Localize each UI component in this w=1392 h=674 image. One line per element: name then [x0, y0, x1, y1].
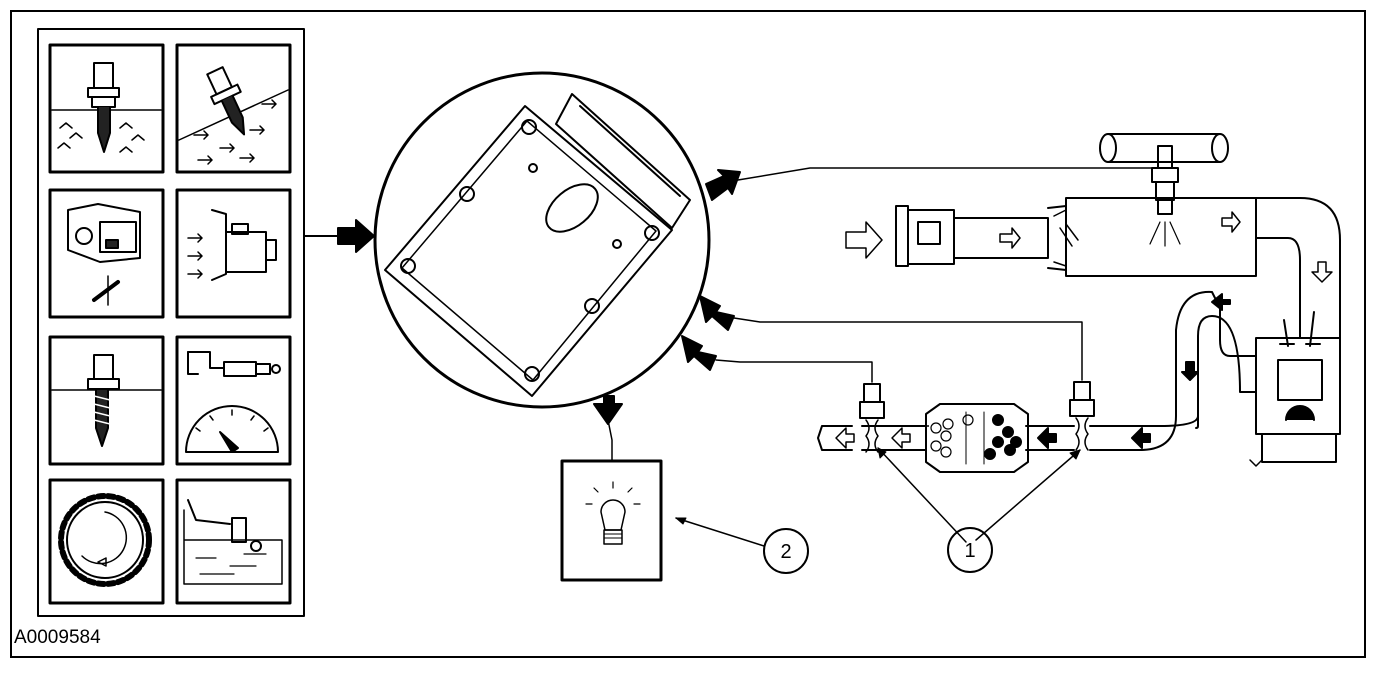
intake-system: [845, 133, 1341, 339]
input-arrow: [337, 219, 375, 253]
pcm-input-arrow-lower: [681, 335, 717, 371]
callout-2-number: 2: [780, 541, 791, 563]
air-temperature-sensor-icon: [175, 43, 292, 174]
mass-air-flow-sensor-icon: [175, 188, 292, 319]
pcm-input-arrow-middle: [699, 295, 735, 331]
throttle-position-sensor-icon: [48, 188, 165, 319]
callout-1: 1: [877, 447, 1081, 573]
fuel-level-sender-icon: [175, 478, 292, 605]
sensor-panel: [37, 28, 305, 617]
diagram-frame: [10, 10, 1366, 658]
callout-1-number: 1: [964, 540, 975, 562]
pcm-output-arrow-upper: [705, 169, 741, 201]
coolant-temperature-sensor-icon: [48, 43, 165, 174]
powertrain-control-module: [373, 71, 711, 409]
exhaust-system: [817, 290, 1257, 473]
pcm-output-arrow-lower: [593, 395, 623, 425]
engine-cylinder: [1249, 311, 1341, 467]
crankshaft-position-sensor-icon: [48, 478, 165, 605]
vehicle-speed-sensor-icon: [175, 335, 292, 466]
figure-reference-id: A0009584: [14, 627, 101, 648]
oil-temperature-sensor-icon: [48, 335, 165, 466]
callout-2: 2: [675, 517, 809, 574]
malfunction-indicator-lamp: [560, 459, 663, 582]
